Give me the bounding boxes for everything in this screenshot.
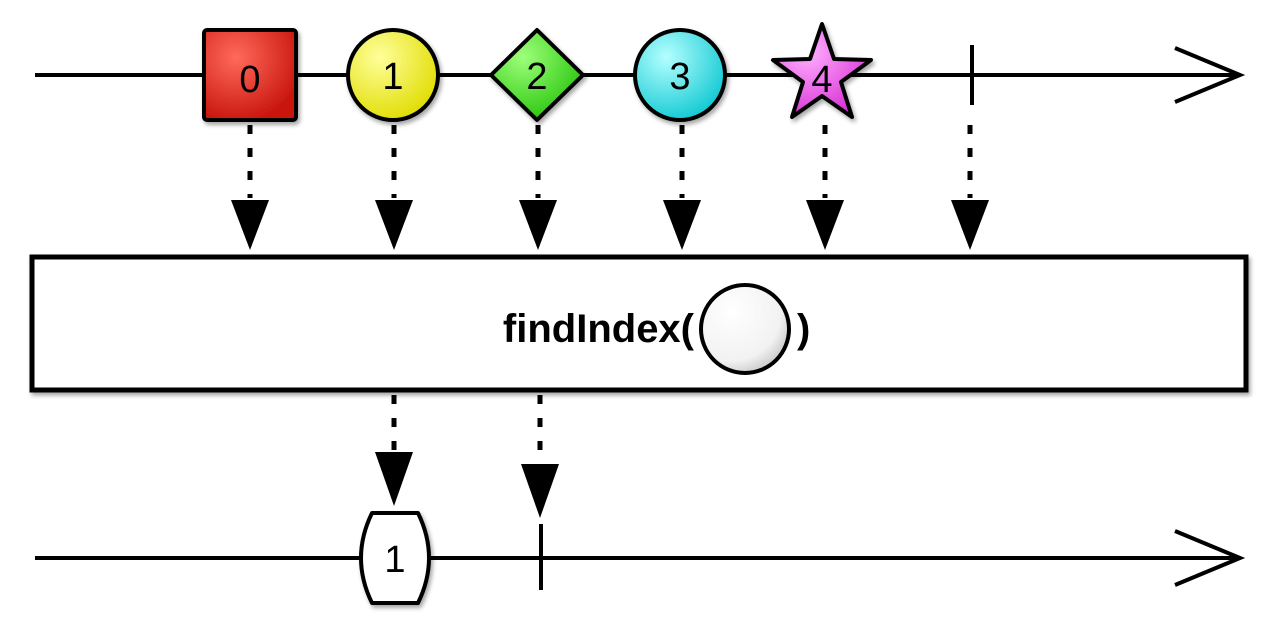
input-marble-2: 2 [489,28,585,122]
output-timeline [35,524,1246,590]
marble-label: 2 [526,56,547,98]
emission-arrow-1 [375,125,413,250]
emission-arrow-0 [231,125,269,250]
marble-label: 3 [669,56,690,98]
rounded-box-marble-shape [359,511,431,605]
star-marble-shape [771,22,873,119]
input-marble-1: 1 [346,28,440,122]
operator-name: findIndex( [503,307,695,351]
circle-marble-shape [633,28,727,122]
marble-label: 4 [811,59,832,101]
completion-arrow-output [521,395,559,518]
input-marble-0: 0 [202,28,298,122]
input-timeline-arrowhead [1174,46,1246,104]
circle-marble-shape [346,28,440,122]
output-emission-arrow [375,395,413,506]
diamond-marble-shape [489,28,585,122]
marble-label: 0 [239,59,260,101]
emission-arrow-3 [663,125,701,250]
operator-closing-paren: ) [797,307,810,351]
input-marble-3: 3 [633,28,727,122]
operator-box: findIndex( ) [29,254,1249,393]
circle-placeholder-icon [699,283,791,375]
completion-arrow-input [951,125,989,250]
square-marble-shape [202,28,298,122]
marble-label: 1 [382,56,403,98]
input-marble-4: 4 [771,22,873,119]
output-timeline-arrowhead [1174,529,1246,587]
operator-to-output-arrows [375,395,559,518]
emission-arrow-4 [806,125,844,250]
input-to-operator-arrows [231,125,989,250]
emission-arrow-2 [519,125,557,250]
output-marble-0: 1 [359,511,431,605]
marble-label: 1 [384,539,405,581]
